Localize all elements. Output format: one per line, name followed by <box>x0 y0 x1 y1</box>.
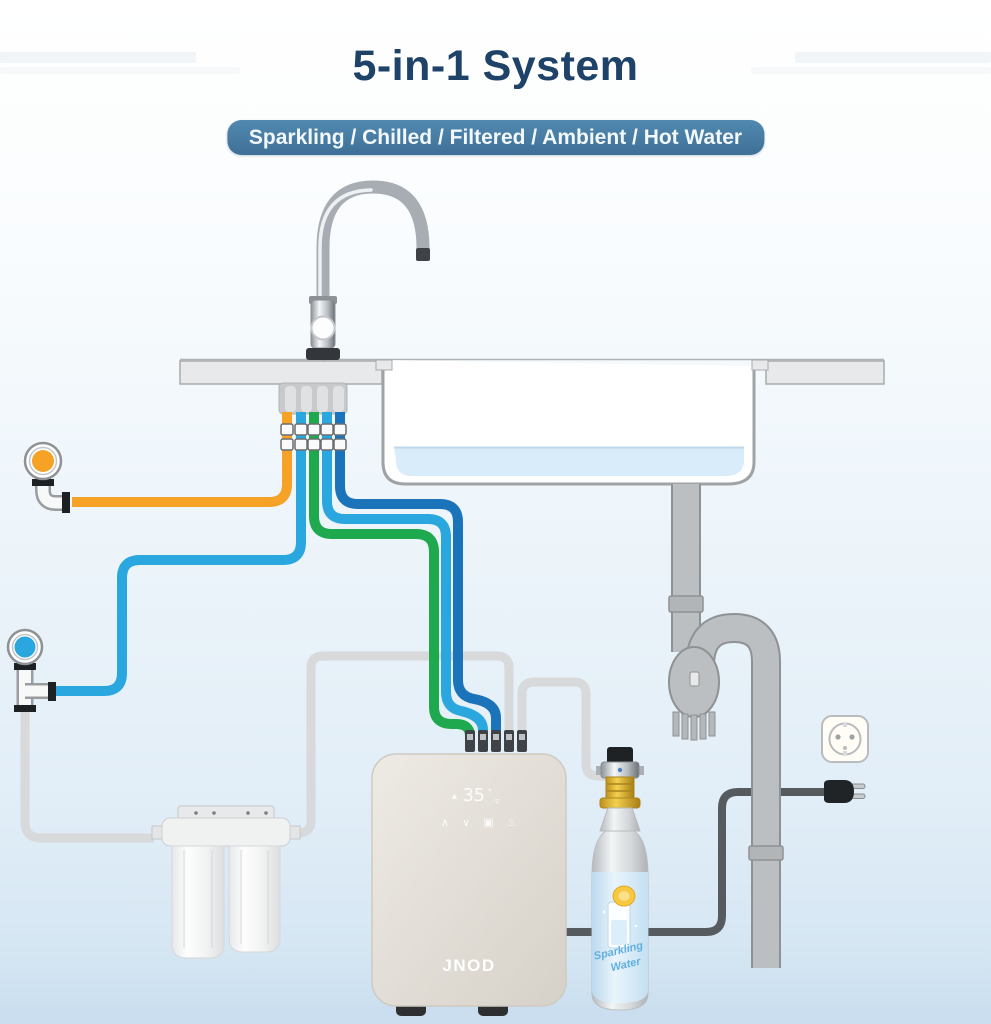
faucet-knob <box>310 315 336 341</box>
countertop <box>179 358 885 385</box>
tee-band <box>14 705 36 712</box>
trap-strainer <box>672 711 716 741</box>
blue-valve <box>6 628 56 712</box>
page-title: 5-in-1 System <box>352 42 639 90</box>
orange-valve-knob <box>32 450 54 472</box>
faucet-base <box>306 348 340 360</box>
main-unit: ▴ 35 ° ▿ ∧ ∨ ▣ ♨ JNOD <box>371 753 567 1016</box>
faucet-manifold <box>278 382 348 415</box>
feature-banner: Sparkling / Chilled / Filtered / Ambient… <box>226 120 765 155</box>
cylinder-cap <box>607 747 633 764</box>
elbow-band <box>62 492 70 513</box>
tee-band <box>48 682 56 701</box>
temp-down-icon: ▿ <box>495 796 500 806</box>
cylinder-neck <box>599 807 641 832</box>
filter-to-unit-tube <box>298 651 514 838</box>
label-art <box>602 885 638 949</box>
filter-cartridge-right <box>228 845 281 953</box>
faucet-spout-tip <box>416 248 430 261</box>
sink-rim-right <box>751 359 769 371</box>
temp-up-icon: ▴ <box>452 791 457 802</box>
water-filter <box>151 805 301 959</box>
plug-icon <box>824 780 854 803</box>
unit-ports <box>465 730 527 752</box>
decorative-bar <box>751 67 991 74</box>
trap-plug <box>689 671 700 687</box>
filter-head <box>161 817 291 847</box>
power-plug <box>824 780 866 803</box>
trap-arch <box>687 614 779 968</box>
co2-cylinder: Sparkling Water <box>591 747 649 1011</box>
sink-water <box>394 447 744 476</box>
orange-valve <box>23 441 70 513</box>
decorative-bar <box>795 52 991 63</box>
counter-right-slab <box>765 360 885 385</box>
filter-cartridge-left <box>171 845 225 959</box>
gray-tubing <box>20 651 606 843</box>
elbow-band <box>32 479 54 486</box>
faucet-highlight <box>318 188 373 356</box>
light-blue-pipe-right <box>322 412 488 736</box>
sink-rim-left <box>375 359 393 371</box>
temperature-readout: 35 <box>463 785 485 806</box>
inlet-tube <box>20 708 154 843</box>
drain-p-trap <box>668 484 784 968</box>
decorative-bar <box>0 52 196 63</box>
dark-blue-pipe <box>335 412 501 736</box>
wall-outlet <box>821 715 869 763</box>
drain-coupling <box>668 595 704 613</box>
light-blue-pipe-left <box>56 412 306 696</box>
drain-coupling <box>748 845 784 861</box>
sink-basin <box>375 359 769 486</box>
unit-body <box>371 753 567 1007</box>
tube-connectors <box>280 423 347 451</box>
water-lines <box>56 412 501 737</box>
touch-controls: ∧ ∨ ▣ ♨ <box>441 817 522 829</box>
green-pipe <box>309 412 475 737</box>
degree-mark: ° <box>488 787 492 797</box>
orange-pipe <box>72 412 292 507</box>
tee-band <box>14 663 36 670</box>
counter-left-slab <box>179 360 383 385</box>
co2-tube <box>517 677 606 781</box>
brand-logo: JNOD <box>442 956 495 975</box>
unit-display: ▴ 35 ° ▿ ∧ ∨ ▣ ♨ <box>441 785 522 829</box>
power-cable <box>558 788 824 936</box>
decorative-bar <box>0 67 240 74</box>
faucet <box>306 180 430 361</box>
faucet-neck <box>316 180 430 361</box>
blue-valve-knob <box>14 636 36 658</box>
